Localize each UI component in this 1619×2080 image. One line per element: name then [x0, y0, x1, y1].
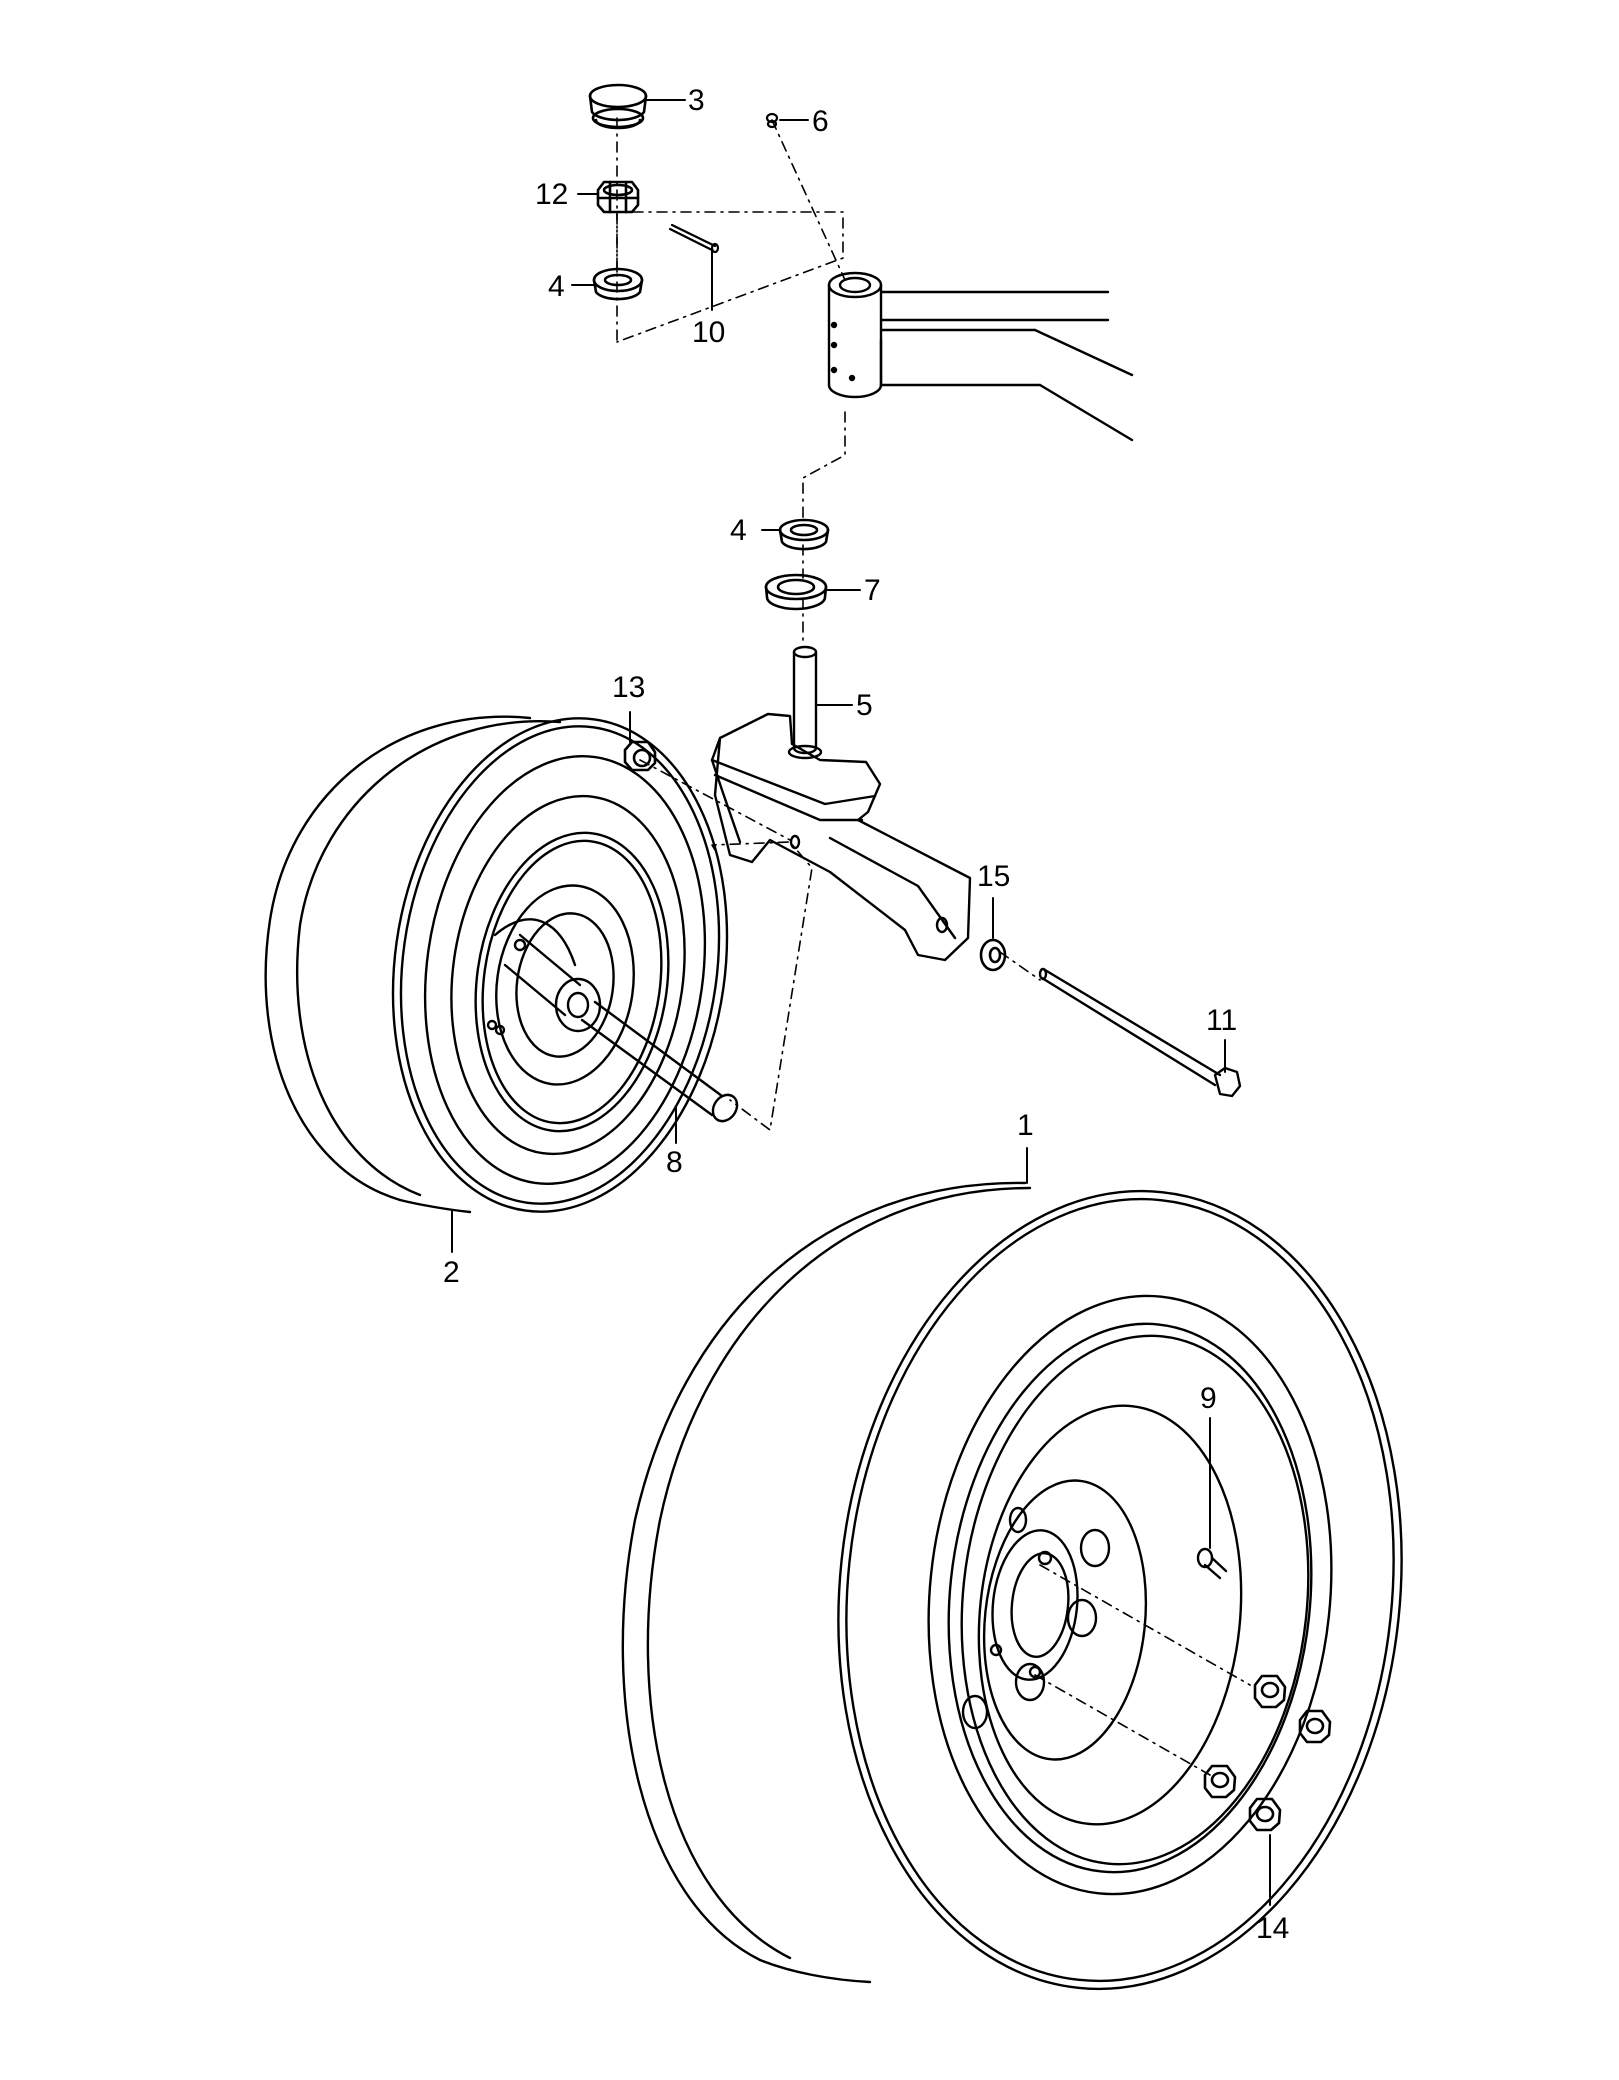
- axle-tube-part-8: [580, 1000, 739, 1123]
- bearing-race-lower-part-4: [778, 518, 830, 551]
- grease-fitting-part-6: [765, 112, 779, 129]
- part-label-6: 6: [812, 105, 829, 138]
- bearing-part-7: [764, 573, 828, 611]
- part-label-12: 12: [535, 178, 568, 211]
- assembly-guide-lines: [616, 117, 1251, 1776]
- part-label-11: 11: [1206, 1004, 1237, 1037]
- part-label-13: 13: [612, 671, 645, 704]
- part-labels: 3 6 12 4 10 4 7 5 13 15 11 8 2 1 9 14: [443, 84, 1289, 1945]
- fork-spindle-part-5: [787, 645, 823, 760]
- front-caster-wheel-part-2: [264, 715, 729, 1214]
- part-label-4-upper: 4: [548, 270, 565, 303]
- part-label-14: 14: [1256, 1912, 1289, 1945]
- part-label-7: 7: [864, 574, 881, 607]
- frame-caster-tube: [827, 271, 1134, 442]
- wheel-stud-part-9: [1196, 1547, 1228, 1580]
- washer-part-15: [979, 938, 1007, 972]
- part-label-8: 8: [666, 1146, 683, 1179]
- bearing-race-upper-part-4: [592, 267, 644, 301]
- rear-wheel-part-1: [621, 1181, 1403, 1991]
- part-label-2: 2: [443, 1256, 460, 1289]
- cotter-pin-part-10: [668, 223, 720, 254]
- part-label-9: 9: [1200, 1382, 1217, 1415]
- lock-nut-part-13: [623, 740, 657, 772]
- dust-cap-part-3: [588, 83, 648, 130]
- part-label-15: 15: [977, 860, 1010, 893]
- part-label-5: 5: [856, 689, 873, 722]
- castle-nut-part-12: [596, 180, 640, 214]
- caster-fork: [710, 712, 972, 962]
- bolt-part-11: [1038, 967, 1242, 1098]
- part-label-4-lower: 4: [730, 514, 747, 547]
- part-label-10: 10: [692, 316, 725, 349]
- lug-nuts-part-14: [1203, 1674, 1332, 1832]
- part-label-3: 3: [688, 84, 705, 117]
- part-label-1: 1: [1017, 1109, 1034, 1142]
- leader-lines: [451, 99, 1271, 1906]
